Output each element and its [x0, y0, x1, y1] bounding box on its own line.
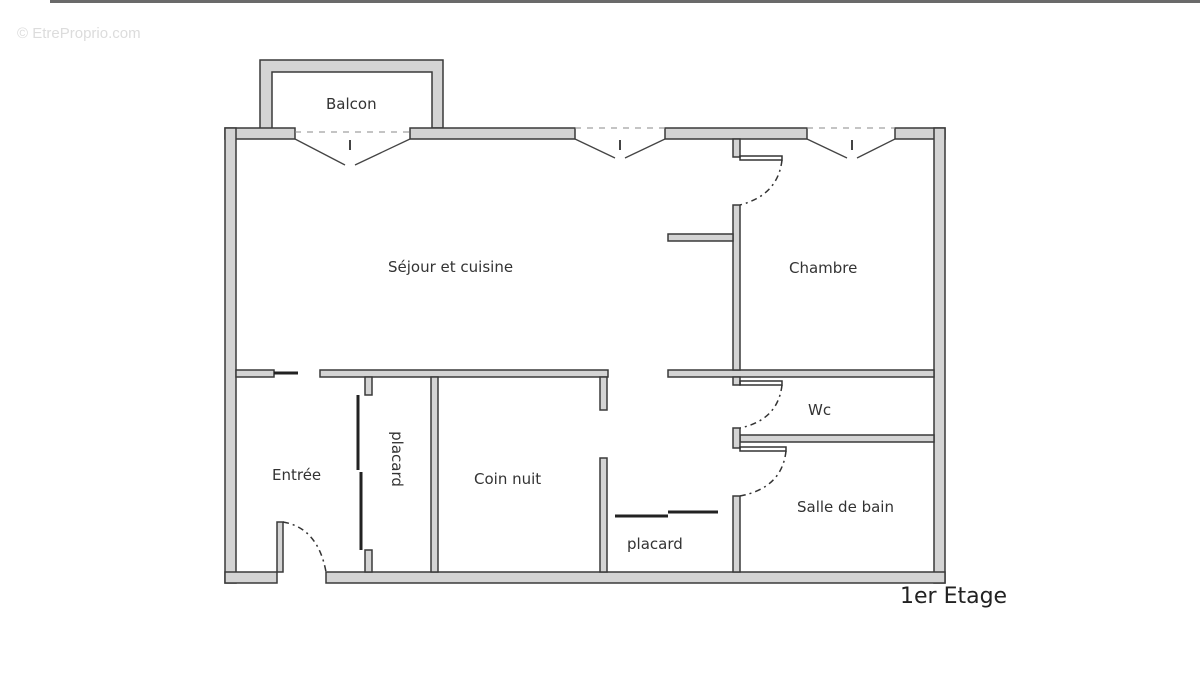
room-label-chambre: Chambre: [789, 259, 858, 277]
wc-bottom-wall: [739, 434, 935, 443]
room-label-balcon: Balcon: [326, 95, 377, 113]
placard-wall-top: [364, 376, 373, 396]
entree-door-jamb: [276, 521, 284, 573]
room-label-entree: Entrée: [272, 466, 322, 484]
coin-nuit-right-wall: [599, 457, 608, 573]
left-wall: [224, 127, 237, 584]
top-wall-mid-2: [664, 127, 808, 140]
room-label-salle-de-bain: Salle de bain: [797, 498, 894, 516]
coin-nuit-left-wall: [430, 376, 439, 573]
room-label-placard-entree: placard: [387, 431, 406, 487]
chambre-wall: [732, 204, 741, 371]
stub-wall: [667, 233, 734, 242]
right-wall: [933, 127, 946, 584]
room-label-placard-bas: placard: [627, 535, 683, 553]
sdb-left-wall: [732, 495, 741, 573]
wc-left-wall-2: [732, 427, 741, 449]
wc-left-wall: [732, 376, 741, 386]
coin-nuit-right-wall-top: [599, 376, 608, 411]
room-label-wc: Wc: [808, 401, 832, 419]
mid-wall-b: [319, 369, 609, 378]
top-wall-mid-1: [409, 127, 576, 140]
bottom-wall-left: [224, 571, 278, 584]
room-label-sejour: Séjour et cuisine: [388, 258, 514, 276]
bottom-wall-right: [325, 571, 946, 584]
chambre-wall-top: [732, 138, 741, 158]
mid-wall-a: [235, 369, 275, 378]
placard-wall-bot: [364, 549, 373, 573]
floor-label: 1er Etage: [900, 584, 1008, 609]
mid-wall-c: [667, 369, 935, 378]
watermark: © EtreProprio.com: [17, 25, 141, 42]
top-border-line: [50, 0, 1200, 3]
room-label-coin-nuit: Coin nuit: [474, 470, 542, 488]
